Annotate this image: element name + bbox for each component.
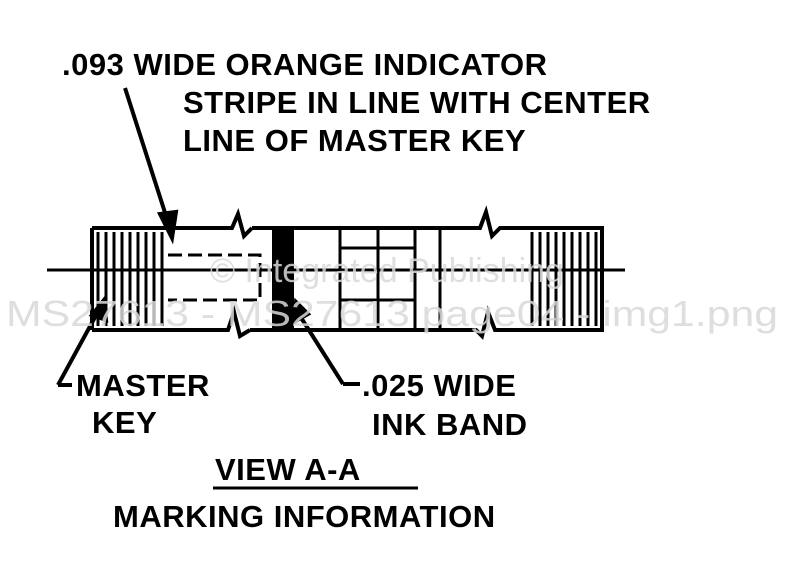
- watermark-line1: © Integrated Publishing: [210, 252, 564, 290]
- indicator-label-line1: .093 WIDE ORANGE INDICATOR: [62, 47, 548, 82]
- master-key-label-line2: KEY: [92, 405, 157, 440]
- ink-band: [272, 228, 294, 330]
- ink-band-label-line1: .025 WIDE: [362, 368, 516, 403]
- view-subtitle: MARKING INFORMATION: [113, 499, 496, 534]
- marking-grid: [338, 228, 442, 330]
- view-title: VIEW A-A: [215, 452, 361, 487]
- master-key-grooves: [96, 232, 164, 326]
- orange-indicator-stripe: [168, 253, 262, 302]
- connector-body: [90, 205, 604, 340]
- master-key-label-line1: MASTER: [76, 368, 210, 403]
- watermark-line2: MS27613 - MS27613 page04 - img1.png: [6, 293, 778, 334]
- right-grooves: [530, 232, 598, 326]
- indicator-label-line3: LINE OF MASTER KEY: [183, 123, 526, 158]
- indicator-label-line2: STRIPE IN LINE WITH CENTER: [183, 85, 651, 120]
- leader-lines: [56, 87, 360, 387]
- ink-band-label-line2: INK BAND: [372, 407, 528, 442]
